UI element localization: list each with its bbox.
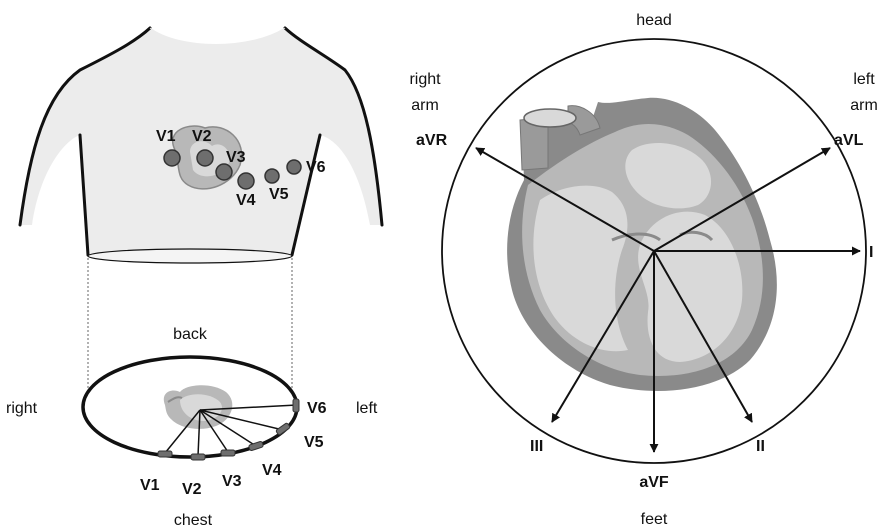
cs-label-right: right [6, 400, 38, 417]
label-feet: feet [641, 511, 668, 528]
cs-label-v1: V1 [140, 477, 160, 494]
torso-electrode-v4 [238, 173, 254, 189]
torso-electrode-v6 [287, 160, 301, 174]
label-right-arm-2: arm [411, 97, 439, 114]
torso-label-v3: V3 [226, 149, 246, 166]
lead-label-avr: aVR [416, 132, 448, 149]
cs-label-v2: V2 [182, 481, 202, 498]
torso-figure: V1 V2 V3 V4 V5 V6 [20, 28, 382, 263]
lead-label-avf: aVF [639, 474, 669, 491]
label-left-arm-1: left [853, 71, 875, 88]
cs-label-v5: V5 [304, 434, 324, 451]
cs-label-chest: chest [174, 512, 213, 529]
cs-label-v3: V3 [222, 473, 242, 490]
cs-label-left: left [356, 400, 378, 417]
label-right-arm-1: right [409, 71, 441, 88]
cs-electrode-v6 [293, 399, 299, 412]
heart-aorta-opening [524, 109, 576, 127]
cross-section: back chest right left V1 V2 V3 V4 V5 V6 [6, 326, 378, 529]
label-left-arm-2: arm [850, 97, 878, 114]
lead-label-i: I [869, 244, 873, 261]
cs-electrode-v2 [191, 454, 205, 460]
torso-label-v5: V5 [269, 186, 289, 203]
cs-label-v4: V4 [262, 462, 282, 479]
torso-electrode-v2 [197, 150, 213, 166]
torso-label-v6: V6 [306, 159, 326, 176]
lead-label-iii: III [530, 438, 543, 455]
torso-label-v1: V1 [156, 128, 176, 145]
limb-leads-figure: head feet right arm left arm aVR aVL I I… [409, 12, 877, 528]
lead-label-avl: aVL [834, 132, 864, 149]
lead-label-ii: II [756, 438, 765, 455]
cs-electrode-v3 [221, 450, 235, 456]
cs-electrode-v1 [158, 451, 172, 457]
cs-label-v6: V6 [307, 400, 327, 417]
torso-electrode-v5 [265, 169, 279, 183]
torso-electrode-v1 [164, 150, 180, 166]
torso-electrode-v3 [216, 164, 232, 180]
torso-waist-ellipse [88, 249, 292, 263]
cs-label-back: back [173, 326, 208, 343]
torso-label-v4: V4 [236, 192, 256, 209]
label-head: head [636, 12, 672, 29]
torso-label-v2: V2 [192, 128, 212, 145]
